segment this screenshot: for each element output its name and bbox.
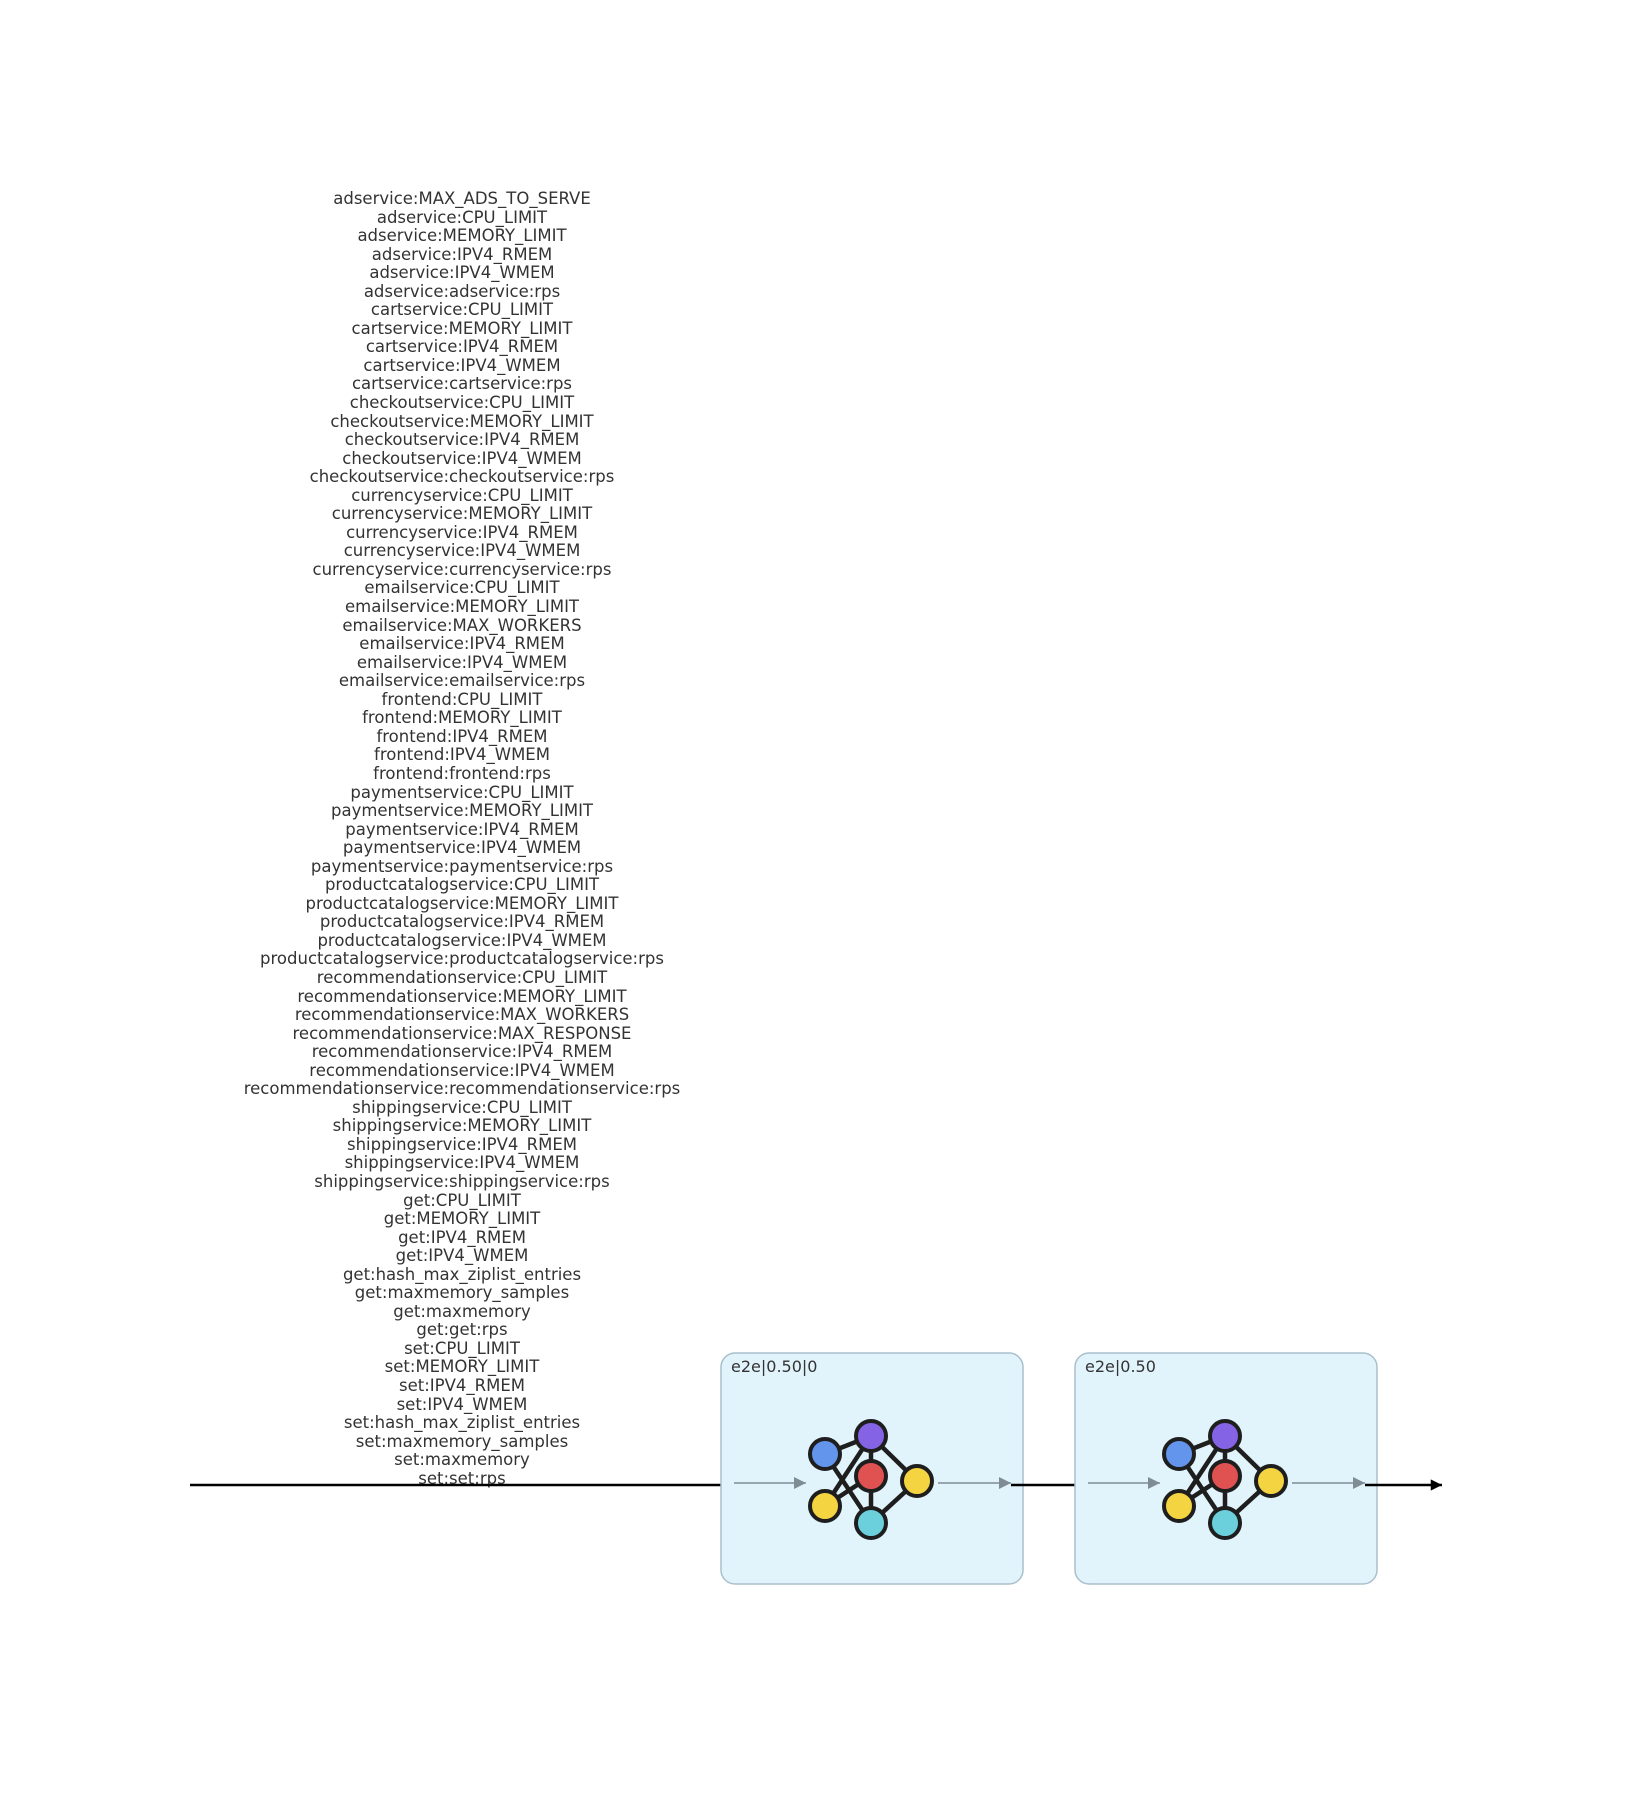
input-feature-label: get:MEMORY_LIMIT xyxy=(383,1209,541,1229)
input-feature-label: cartservice:IPV4_RMEM xyxy=(365,337,559,357)
input-feature-label: frontend:frontend:rps xyxy=(373,763,551,783)
input-feature-label: cartservice:IPV4_WMEM xyxy=(363,355,561,375)
input-feature-label: checkoutservice:CPU_LIMIT xyxy=(349,393,575,413)
input-feature-label: checkoutservice:MEMORY_LIMIT xyxy=(330,411,594,431)
input-feature-label: set:set:rps xyxy=(418,1468,506,1488)
input-feature-label: frontend:CPU_LIMIT xyxy=(381,689,543,709)
input-feature-label: adservice:IPV4_WMEM xyxy=(369,263,555,283)
input-feature-label: get:get:rps xyxy=(416,1320,508,1340)
input-feature-label: emailservice:MAX_WORKERS xyxy=(342,615,582,635)
input-feature-label: shippingservice:IPV4_RMEM xyxy=(347,1134,577,1154)
input-feature-label: set:hash_max_ziplist_entries xyxy=(343,1413,581,1433)
input-feature-label: paymentservice:IPV4_RMEM xyxy=(345,819,579,839)
input-feature-label: shippingservice:IPV4_WMEM xyxy=(344,1153,580,1173)
input-feature-label: adservice:adservice:rps xyxy=(363,281,561,301)
input-feature-label: adservice:IPV4_RMEM xyxy=(371,244,553,264)
input-feature-label: checkoutservice:IPV4_RMEM xyxy=(344,430,580,450)
input-feature-label: get:IPV4_WMEM xyxy=(395,1246,529,1266)
neural-network-icon xyxy=(1162,1419,1288,1540)
input-feature-label: set:maxmemory_samples xyxy=(355,1431,569,1451)
input-feature-label: get:hash_max_ziplist_entries xyxy=(342,1264,582,1284)
input-feature-label: shippingservice:shippingservice:rps xyxy=(314,1171,610,1191)
input-feature-label: set:maxmemory xyxy=(394,1450,530,1470)
input-feature-label: productcatalogservice:productcatalogserv… xyxy=(260,949,664,969)
input-feature-label: recommendationservice:IPV4_RMEM xyxy=(311,1042,613,1062)
input-feature-label: set:IPV4_WMEM xyxy=(396,1394,528,1414)
input-feature-label: adservice:MEMORY_LIMIT xyxy=(357,226,567,246)
input-feature-label: paymentservice:MEMORY_LIMIT xyxy=(330,801,594,821)
input-feature-label: recommendationservice:CPU_LIMIT xyxy=(316,967,608,987)
input-feature-label: cartservice:cartservice:rps xyxy=(351,374,573,394)
input-feature-label: productcatalogservice:IPV4_RMEM xyxy=(319,912,605,932)
neural-network-icon xyxy=(808,1419,934,1540)
input-feature-label: set:IPV4_RMEM xyxy=(399,1376,525,1395)
input-feature-label: frontend:IPV4_RMEM xyxy=(376,726,548,746)
input-feature-label: recommendationservice:MEMORY_LIMIT xyxy=(297,986,627,1006)
input-feature-label: get:maxmemory xyxy=(393,1301,531,1321)
input-feature-label: adservice:MAX_ADS_TO_SERVE xyxy=(333,189,591,208)
model-box-2-title: e2e|0.50 xyxy=(1085,1357,1156,1376)
input-feature-label: checkoutservice:checkoutservice:rps xyxy=(309,467,615,487)
input-feature-label: get:IPV4_RMEM xyxy=(398,1227,526,1247)
input-feature-label: emailservice:emailservice:rps xyxy=(338,671,586,691)
input-feature-label: set:MEMORY_LIMIT xyxy=(384,1357,540,1377)
input-feature-label: cartservice:MEMORY_LIMIT xyxy=(351,318,573,338)
input-feature-label: emailservice:MEMORY_LIMIT xyxy=(344,597,580,617)
input-feature-label: get:CPU_LIMIT xyxy=(403,1190,521,1210)
input-feature-label: emailservice:IPV4_RMEM xyxy=(359,634,565,654)
input-feature-label: checkoutservice:IPV4_WMEM xyxy=(342,448,582,468)
input-feature-label: shippingservice:MEMORY_LIMIT xyxy=(332,1116,592,1136)
input-feature-label: cartservice:CPU_LIMIT xyxy=(370,300,554,320)
input-feature-label: paymentservice:paymentservice:rps xyxy=(310,856,614,876)
input-feature-label: productcatalogservice:IPV4_WMEM xyxy=(317,930,607,950)
input-feature-label: shippingservice:CPU_LIMIT xyxy=(352,1097,572,1117)
input-feature-label: currencyservice:MEMORY_LIMIT xyxy=(331,504,593,524)
input-feature-label: recommendationservice:MAX_RESPONSE xyxy=(292,1023,632,1043)
input-feature-label: emailservice:CPU_LIMIT xyxy=(364,578,560,598)
input-feature-label: currencyservice:currencyservice:rps xyxy=(312,559,612,579)
input-feature-label: productcatalogservice:MEMORY_LIMIT xyxy=(305,893,619,913)
input-feature-label: productcatalogservice:CPU_LIMIT xyxy=(324,875,600,895)
input-feature-label: frontend:MEMORY_LIMIT xyxy=(362,708,562,728)
model-box-1-title: e2e|0.50|0 xyxy=(731,1357,817,1376)
input-feature-label: recommendationservice:recommendationserv… xyxy=(243,1079,681,1099)
input-feature-label: currencyservice:IPV4_WMEM xyxy=(343,541,581,561)
input-feature-label: frontend:IPV4_WMEM xyxy=(374,745,550,765)
input-feature-label: currencyservice:CPU_LIMIT xyxy=(351,485,573,505)
input-feature-label: get:maxmemory_samples xyxy=(354,1283,570,1303)
input-feature-label: recommendationservice:MAX_WORKERS xyxy=(294,1005,630,1025)
input-feature-label: paymentservice:IPV4_WMEM xyxy=(342,838,582,858)
input-feature-label: set:CPU_LIMIT xyxy=(404,1338,520,1358)
input-feature-label: adservice:CPU_LIMIT xyxy=(376,207,548,227)
input-feature-label: paymentservice:CPU_LIMIT xyxy=(350,782,574,802)
model-box-2: e2e|0.50 xyxy=(1074,1352,1378,1585)
input-feature-label: recommendationservice:IPV4_WMEM xyxy=(309,1060,615,1080)
input-feature-label: emailservice:IPV4_WMEM xyxy=(356,652,568,672)
input-feature-label: currencyservice:IPV4_RMEM xyxy=(346,522,578,542)
model-box-1: e2e|0.50|0 xyxy=(720,1352,1024,1585)
